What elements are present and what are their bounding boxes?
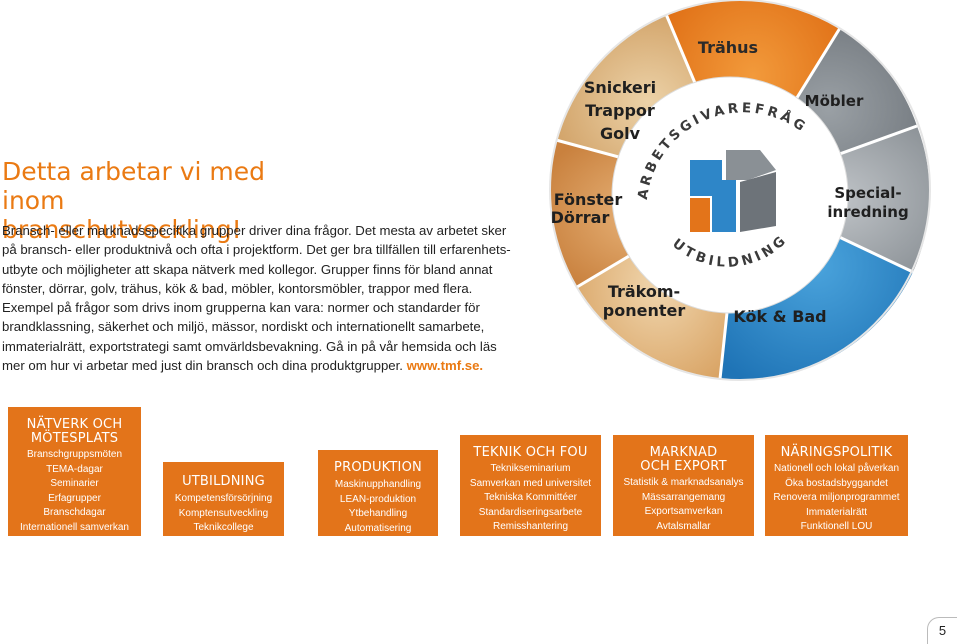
box-teknik: TEKNIK OCH FOU Teknikseminarium Samverka… [460, 435, 601, 536]
list-item: Automatisering [344, 522, 412, 534]
list-item: Erfagrupper [48, 492, 101, 504]
body-line: på bransch- eller produktnivå och ofta i… [2, 242, 511, 258]
list-item: Funktionell LOU [800, 521, 873, 533]
box-naringspolitik: NÄRINGSPOLITIK Nationell och lokal påver… [765, 435, 908, 536]
list-item: Immaterialrätt [805, 506, 868, 518]
box-items: Branschgruppsmöten TEMA-dagar Seminarier… [8, 448, 141, 536]
body-line-text: mer om hur vi arbetar med just din brans… [2, 358, 403, 374]
box-produktion: PRODUKTION Maskinupphandling LEAN-produk… [318, 450, 438, 536]
page-number: 5 [927, 617, 957, 644]
label-special-1: Special- [834, 184, 901, 202]
body-line: brandklassning, säkerhet och miljö, mäss… [2, 319, 485, 335]
list-item: Ytbehandling [348, 508, 408, 520]
box-utbildning: UTBILDNING Kompetensförsörjning Komptens… [163, 462, 284, 536]
list-item: Samverkan med universitet [469, 477, 592, 489]
label-snickeri-2: Trappor [585, 101, 655, 120]
list-item: Kompetensförsörjning [174, 493, 273, 504]
label-mobler: Möbler [805, 92, 864, 110]
body-line: Bransch- eller marknadsspecifika grupper… [2, 223, 507, 238]
label-fonster-2: Dörrar [551, 208, 610, 227]
label-fonster-1: Fönster [554, 190, 623, 209]
list-item: Seminarier [50, 478, 99, 490]
box-title: MARKNAD [649, 445, 718, 460]
label-kok-bad: Kök & Bad [733, 307, 826, 326]
box-title: MÖTESPLATS [30, 431, 119, 446]
body-line: Exempel på frågor som drivs inom grupper… [2, 300, 480, 316]
industry-wheel: ARBETSGIVAREFRÅGOR UTBILDNING Trähus Möb… [536, 0, 931, 381]
body-line: fönster, dörrar, golv, trähus, kök & bad… [2, 280, 473, 296]
box-natverk: NÄTVERK OCH MÖTESPLATS Branschgruppsmöte… [8, 407, 141, 536]
list-item: Remisshantering [492, 521, 569, 533]
body-line-last: mer om hur vi arbetar med just din brans… [2, 356, 518, 375]
website-link[interactable]: www.tmf.se. [406, 358, 484, 374]
list-item: Internationell samverkan [20, 521, 129, 533]
list-item: TEMA-dagar [46, 463, 103, 475]
list-item: Avtalsmallar [656, 520, 711, 532]
box-items: Nationell och lokal påverkan Öka bostads… [765, 462, 908, 535]
heading-line-1: Detta arbetar vi med [2, 157, 265, 186]
label-trakomp-1: Träkom- [608, 282, 680, 301]
list-item: Öka bostadsbyggandet [785, 477, 888, 489]
list-item: Maskinupphandling [334, 479, 422, 490]
list-item: LEAN-produktion [339, 493, 417, 505]
box-title: NÄRINGSPOLITIK [780, 445, 893, 460]
heading-line-2: inom branschutveckling! [2, 186, 242, 244]
body-line: immaterialrätt, exportstrategi samt omvä… [2, 338, 497, 354]
label-snickeri-3: Golv [600, 124, 641, 143]
list-item: Renovera miljonprogrammet [773, 492, 900, 504]
list-item: Branschdagar [43, 507, 106, 519]
list-item: Nationell och lokal påverkan [773, 463, 900, 474]
label-trakomp-2: ponenter [603, 301, 686, 320]
body-line: utbyte och möjligheter att skapa nätverk… [2, 261, 493, 277]
list-item: Teknikseminarium [490, 463, 571, 474]
box-title: TEKNIK OCH FOU [473, 445, 588, 460]
box-title: UTBILDNING [182, 474, 265, 489]
box-items: Maskinupphandling LEAN-produktion Ytbeha… [318, 478, 438, 536]
list-item: Statistik & marknadsanalys [623, 477, 744, 488]
label-snickeri-1: Snickeri [584, 78, 656, 97]
label-trahus: Trähus [698, 38, 758, 57]
list-item: Teknikcollege [193, 522, 254, 534]
box-title: NÄTVERK OCH [26, 417, 123, 432]
intro-paragraph: Bransch- eller marknadsspecifika grupper… [2, 221, 518, 375]
box-items: Statistik & marknadsanalys Mässarrangema… [613, 476, 754, 534]
box-items: Kompetensförsörjning Komptensutveckling … [163, 492, 284, 536]
list-item: Standardiseringsarbete [478, 506, 583, 518]
list-item: Mässarrangemang [641, 491, 726, 503]
page-heading: Detta arbetar vi med inom branschutveckl… [2, 157, 302, 244]
tmf-logo-icon [690, 150, 776, 232]
list-item: Komptensutveckling [178, 507, 269, 519]
box-marknad: MARKNAD OCH EXPORT Statistik & marknadsa… [613, 435, 754, 536]
list-item: Branschgruppsmöten [26, 449, 123, 460]
list-item: Tekniska Kommittéer [484, 492, 577, 504]
list-item: Exportsamverkan [644, 506, 723, 518]
box-title: OCH EXPORT [640, 459, 727, 474]
label-special-2: inredning [827, 203, 908, 221]
box-items: Teknikseminarium Samverkan med universit… [460, 462, 601, 535]
box-title: PRODUKTION [334, 460, 422, 475]
